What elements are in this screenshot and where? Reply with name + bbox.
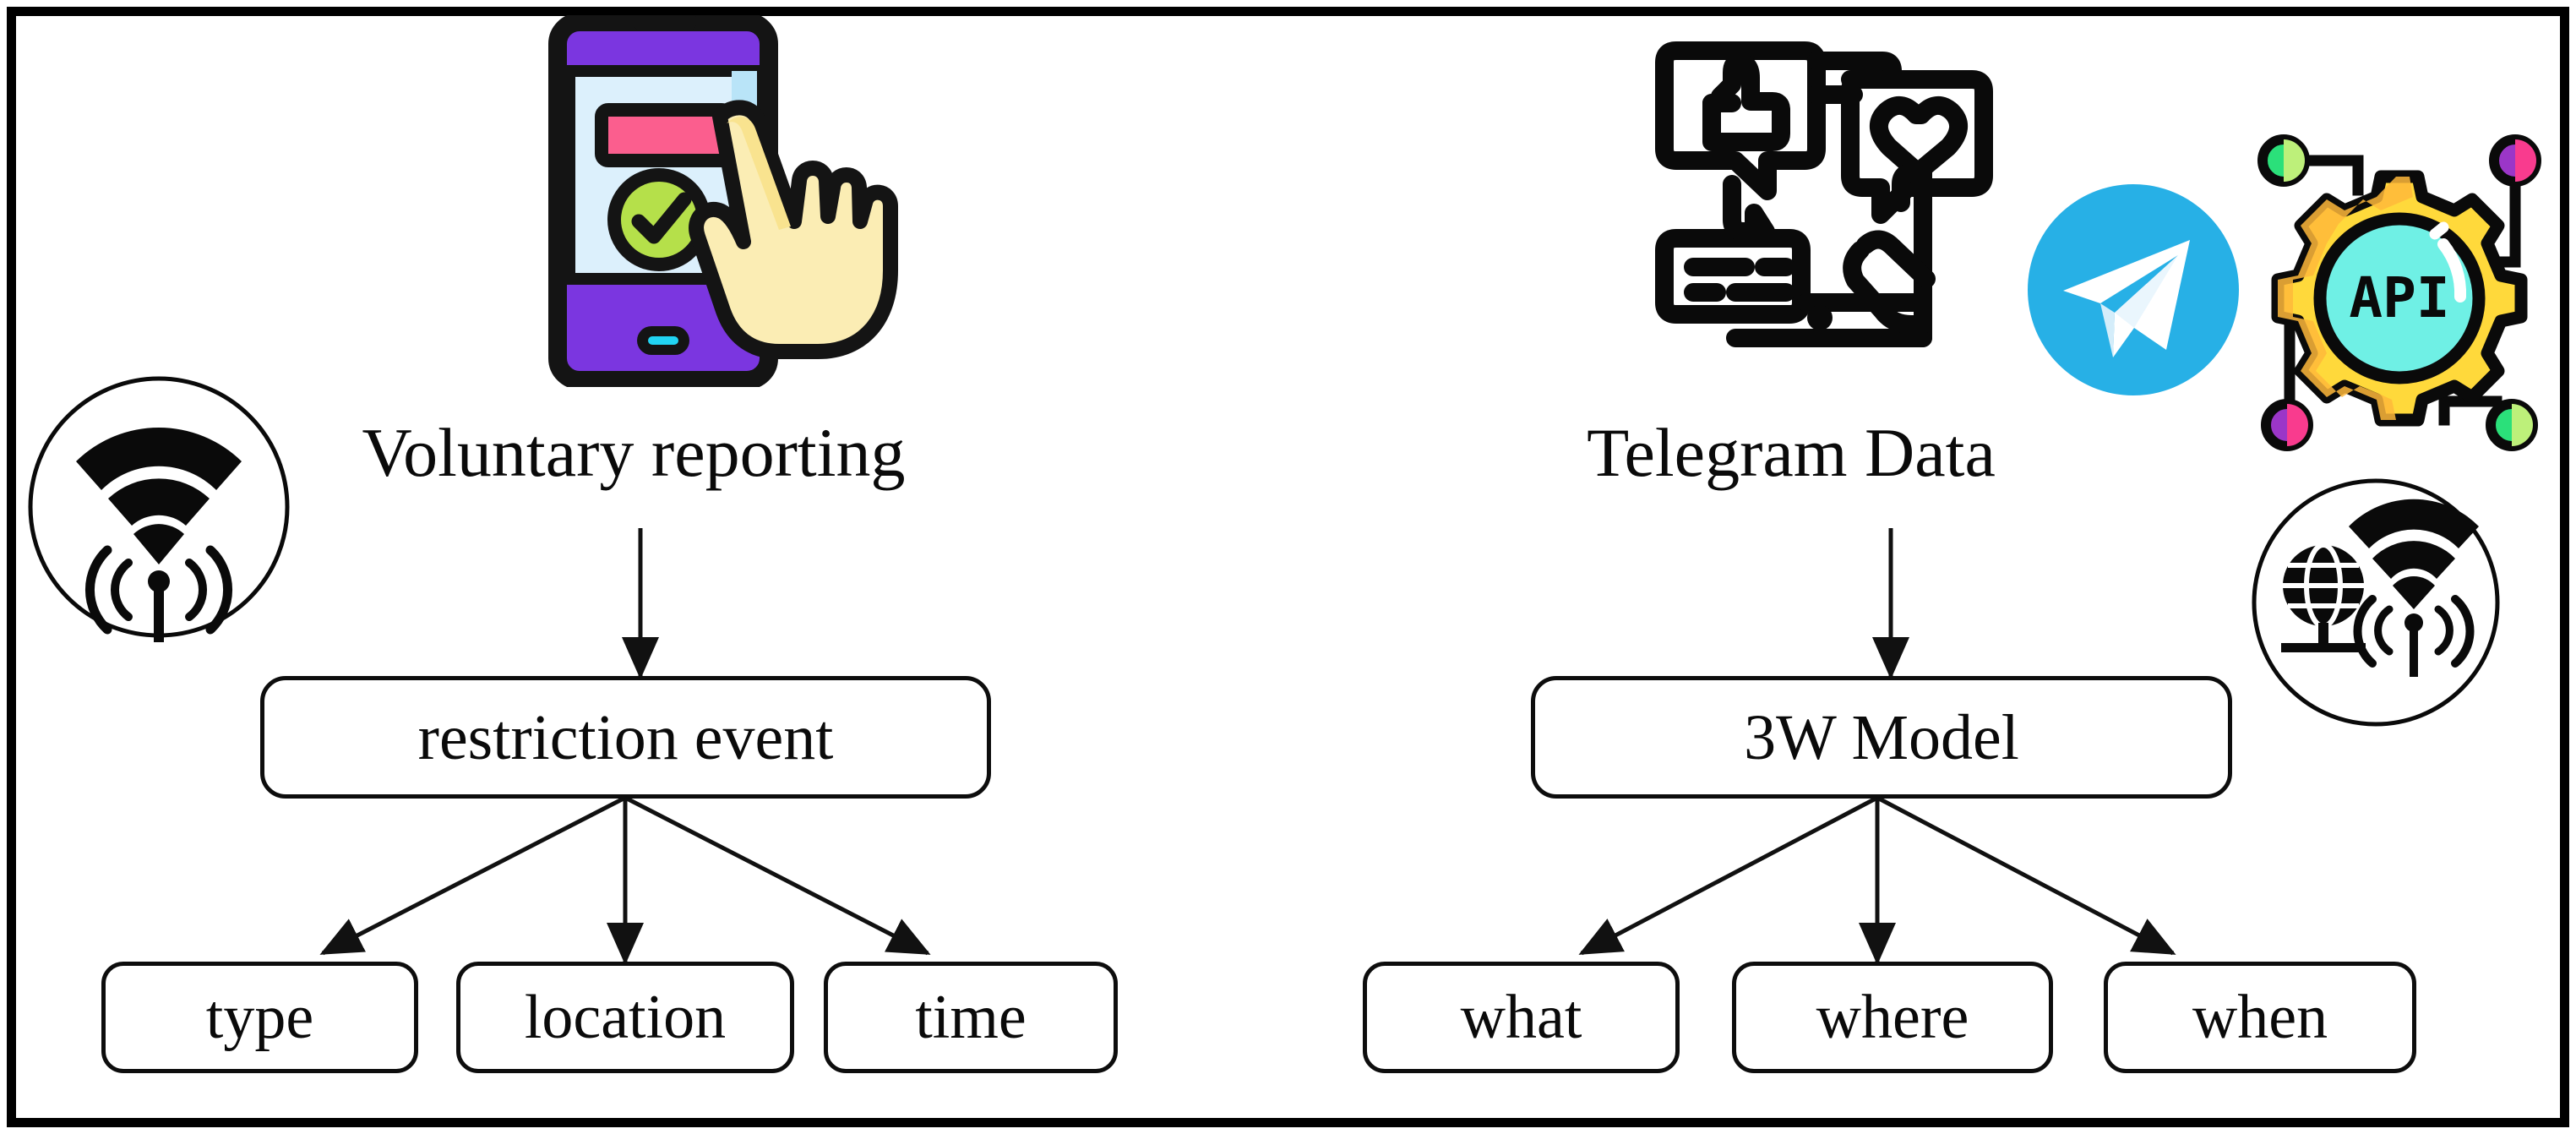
node-3w-model[interactable]: 3W Model [1531, 676, 2232, 799]
telegram-logo-icon [2028, 184, 2239, 395]
node-where[interactable]: where [1732, 962, 2053, 1073]
node-restriction-event[interactable]: restriction event [260, 676, 991, 799]
api-gear-icon: API [2257, 134, 2541, 451]
social-feedback-icon [1655, 41, 1993, 347]
figure-border [7, 7, 2569, 1127]
node-location[interactable]: location [456, 962, 794, 1073]
node-what[interactable]: what [1363, 962, 1680, 1073]
api-gear-label: API [2349, 265, 2449, 330]
globe-wifi-icon [2252, 478, 2500, 727]
node-time[interactable]: time [824, 962, 1118, 1073]
wifi-broadcast-icon [28, 376, 290, 642]
node-when[interactable]: when [2104, 962, 2416, 1073]
node-type[interactable]: type [101, 962, 418, 1073]
caption-telegram-data: Telegram Data [1587, 414, 1996, 491]
caption-voluntary-reporting: Voluntary reporting [362, 414, 906, 491]
phone-tap-report-icon [548, 15, 898, 387]
